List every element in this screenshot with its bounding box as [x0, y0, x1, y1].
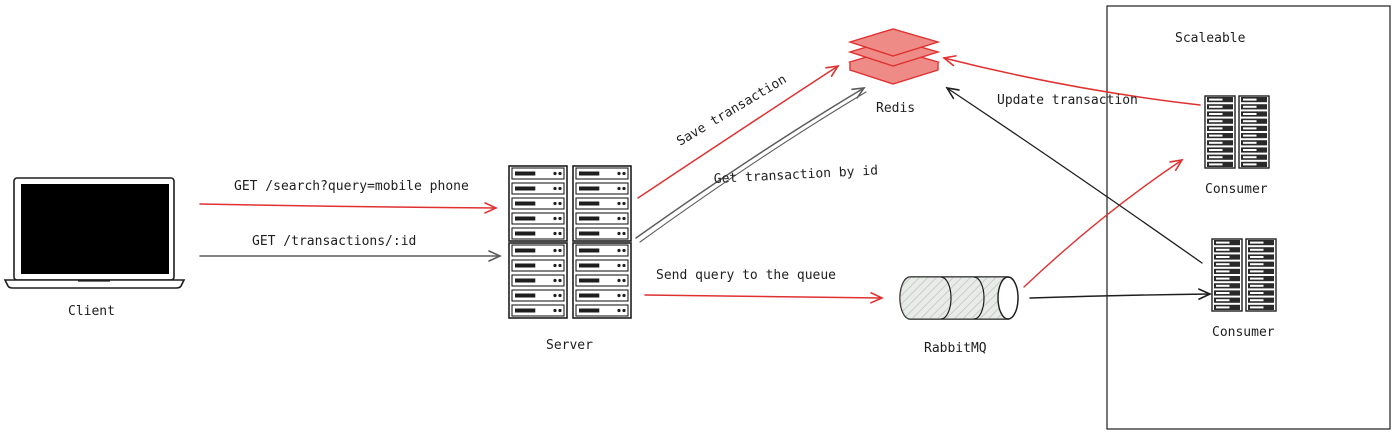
rabbitmq-node: RabbitMQ [899, 276, 1019, 356]
edge-search-label: GET /search?query=mobile phone [234, 179, 469, 194]
laptop-icon [3, 177, 186, 289]
edge-transactions: GET /transactions/:id [199, 234, 502, 262]
server-node: Server [508, 165, 632, 353]
consumer-bottom-label: Consumer [1212, 325, 1275, 340]
edge-send-queue: Send query to the queue [644, 268, 884, 304]
edge-search: GET /search?query=mobile phone [199, 179, 498, 214]
consumer-top-label: Consumer [1205, 182, 1268, 197]
scaleable-group-border [1106, 5, 1391, 430]
scaleable-group-label: Scaleable [1175, 31, 1246, 46]
edge-consumer-to-redis [945, 86, 1203, 264]
consumer-server-icon [1211, 238, 1277, 312]
edge-transactions-label: GET /transactions/:id [252, 234, 416, 249]
queue-cylinder-icon [899, 276, 1019, 320]
redis-node: Redis [847, 28, 941, 116]
server-rack-icon [508, 165, 632, 319]
edge-save-label: Save transaction [674, 72, 789, 149]
redis-stack-icon [847, 28, 941, 85]
client-label: Client [68, 304, 115, 319]
server-label: Server [546, 338, 593, 353]
consumer-bottom-node: Consumer [1211, 238, 1277, 340]
edge-send-label: Send query to the queue [656, 268, 836, 283]
edge-update-label: Update transaction [997, 93, 1138, 108]
edge-queue-to-consumer-top [1023, 158, 1184, 288]
scaleable-group: Scaleable [1106, 5, 1391, 430]
edge-get-transaction: Get transaction by id [635, 87, 878, 243]
edge-update-transaction: Update transaction [942, 55, 1201, 108]
client-node: Client [3, 177, 186, 319]
edge-queue-to-consumer-bottom [1029, 288, 1212, 300]
consumer-top-node: Consumer [1204, 95, 1270, 197]
redis-label: Redis [876, 101, 915, 116]
consumer-server-icon [1204, 95, 1270, 169]
rabbitmq-label: RabbitMQ [924, 341, 987, 356]
